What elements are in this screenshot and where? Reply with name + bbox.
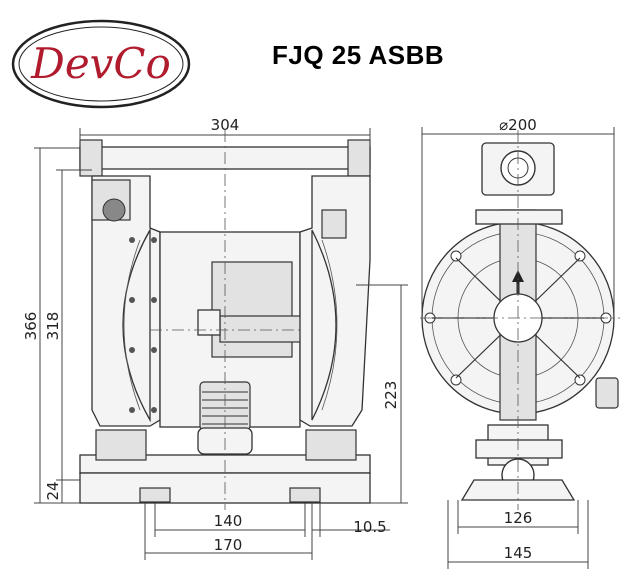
- dim-foot-inner: 126: [504, 509, 533, 527]
- dim-height-bottom: 24: [44, 481, 62, 500]
- dim-diameter: ⌀200: [499, 116, 537, 134]
- dim-height-total: 366: [22, 312, 40, 341]
- logo-text: DevCo: [30, 39, 171, 88]
- dim-width-top: 304: [211, 116, 240, 134]
- front-view: 304 366 318 24 223 140 170 10.5: [22, 116, 408, 560]
- devco-logo: DevCo: [11, 19, 191, 109]
- side-view: ⌀200 126 145: [420, 116, 620, 569]
- dim-offset: 10.5: [353, 518, 386, 536]
- dim-height-inner: 318: [44, 312, 62, 341]
- dim-foot-spacing: 140: [214, 512, 243, 530]
- model-title: FJQ 25 ASBB: [272, 40, 445, 70]
- dim-height-outlet: 223: [382, 381, 400, 410]
- dim-foot-width: 170: [214, 536, 243, 554]
- dim-foot-outer: 145: [504, 544, 533, 562]
